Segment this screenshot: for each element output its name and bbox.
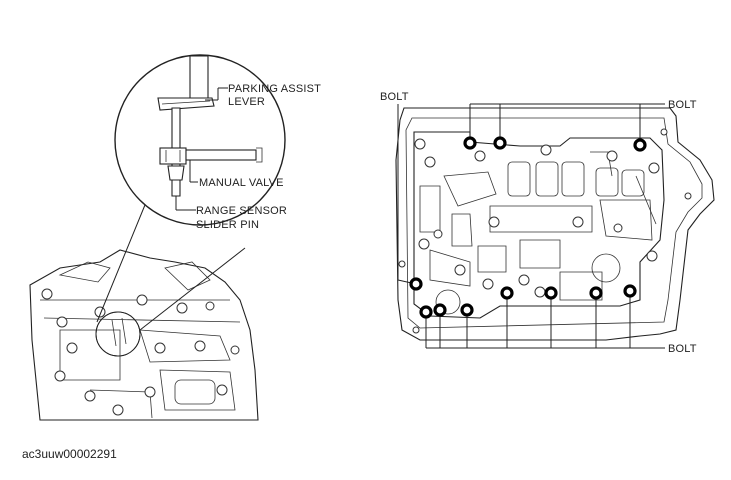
label-parking-assist-lever-2: LEVER bbox=[228, 96, 265, 108]
bolt-left-1 bbox=[409, 277, 423, 291]
label-parking-assist-lever: PARKING ASSIST bbox=[228, 83, 321, 95]
bolt-bottom-1 bbox=[419, 305, 433, 319]
bolt-top-2 bbox=[493, 136, 507, 150]
transmission-body-illustration bbox=[29, 249, 259, 421]
figure-code: ac3uuw00002291 bbox=[22, 447, 117, 461]
bolt-bottom-5 bbox=[544, 286, 558, 300]
label-bolt-top-right: BOLT bbox=[668, 99, 697, 111]
bolt-bottom-3 bbox=[460, 303, 474, 317]
bolt-top-1 bbox=[463, 136, 477, 150]
bolt-bottom-2 bbox=[433, 303, 447, 317]
label-bolt-left: BOLT bbox=[380, 91, 409, 103]
label-manual-valve: MANUAL VALVE bbox=[199, 177, 284, 189]
label-range-sensor: RANGE SENSOR bbox=[196, 205, 287, 217]
valve-body-illustration bbox=[395, 107, 715, 341]
bolt-bottom-7 bbox=[623, 284, 637, 298]
label-range-sensor-2: SLIDER PIN bbox=[196, 219, 259, 231]
detail-view bbox=[157, 55, 263, 211]
bolt-bottom-6 bbox=[589, 286, 603, 300]
bolt-callout-lines bbox=[397, 103, 665, 349]
bolt-top-3 bbox=[633, 138, 647, 152]
label-bolt-bottom-right: BOLT bbox=[668, 343, 697, 355]
bolt-bottom-4 bbox=[500, 286, 514, 300]
bolts-highlighted bbox=[409, 136, 647, 319]
